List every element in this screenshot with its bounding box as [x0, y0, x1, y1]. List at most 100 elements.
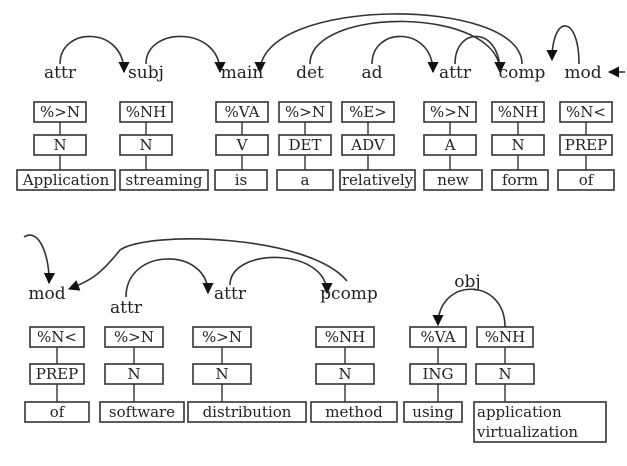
word-text: relatively — [342, 171, 414, 189]
function-tag-box — [341, 101, 395, 123]
word-text: is — [235, 171, 248, 189]
pos-tag-box — [192, 363, 252, 385]
function-tag: %>N — [202, 328, 242, 346]
word-box — [214, 169, 268, 191]
word-text: distribution — [203, 403, 292, 421]
function-tag: %N< — [566, 103, 606, 121]
word-text: a — [301, 171, 310, 189]
dependency-arc — [59, 35, 130, 74]
function-tag-box — [29, 326, 85, 348]
relation-label: attr — [214, 284, 247, 304]
function-tag: %VA — [421, 328, 456, 346]
pos-tag-box — [475, 363, 535, 385]
function-tag-box — [33, 101, 87, 123]
function-tag-box — [476, 326, 534, 348]
function-tag: %>N — [430, 103, 470, 121]
pos-tag: N — [215, 365, 228, 383]
word-text: software — [109, 403, 175, 421]
function-tag-box — [119, 101, 173, 123]
function-tag-box — [104, 326, 164, 348]
pos-tag-box — [278, 134, 332, 156]
word-text: form — [502, 171, 538, 189]
token-node: mod %N< PREP of — [24, 284, 90, 423]
pos-tag-box — [423, 134, 477, 156]
pos-tag-box — [104, 363, 164, 385]
function-tag: %N< — [37, 328, 77, 346]
relation-label: det — [296, 63, 324, 83]
relation-label: pcomp — [320, 284, 378, 304]
relation-label: ad — [361, 63, 382, 83]
pos-tag: ING — [422, 365, 453, 383]
function-tag: %NH — [498, 103, 538, 121]
function-tag: %>N — [114, 328, 154, 346]
pos-tag-box — [491, 134, 545, 156]
pos-tag-box — [215, 134, 269, 156]
function-tag-box — [278, 101, 332, 123]
pos-tag: N — [127, 365, 140, 383]
word-box — [491, 169, 549, 191]
dependency-arc — [125, 258, 214, 298]
word-text: Application — [22, 171, 110, 189]
pos-tag: N — [511, 136, 524, 154]
function-tag: %NH — [325, 328, 365, 346]
word-box — [16, 169, 116, 191]
word-text: of — [50, 403, 66, 421]
function-tag: %E> — [349, 103, 387, 121]
pos-tag-box — [33, 134, 87, 156]
token-node: ad %E> ADV relatively — [339, 63, 416, 191]
pos-tag: PREP — [565, 136, 607, 154]
dependency-arc — [371, 35, 439, 74]
pos-tag: V — [236, 136, 249, 154]
relation-label: comp — [499, 63, 546, 83]
pos-tag: N — [139, 136, 152, 154]
pos-tag: ADV — [350, 136, 386, 154]
relation-label: attr — [44, 63, 77, 83]
relation-label: mod — [28, 284, 65, 304]
relation-label: attr — [110, 298, 143, 318]
function-tag: %NH — [126, 103, 166, 121]
dependency-arc — [546, 25, 580, 65]
dependency-arc — [229, 256, 333, 295]
word-box — [99, 401, 185, 423]
pos-tag: DET — [289, 136, 322, 154]
dependency-arc — [309, 20, 506, 74]
token-node: mod %N< PREP of — [557, 63, 615, 191]
pos-tag-box — [559, 134, 613, 156]
function-tag: %>N — [40, 103, 80, 121]
dependency-arc — [145, 35, 226, 74]
relation-label: mod — [564, 63, 601, 83]
word-box — [119, 169, 209, 191]
relation-label: main — [221, 63, 264, 83]
function-tag-box — [409, 326, 467, 348]
function-tag-box — [315, 326, 375, 348]
word-text: using — [412, 403, 454, 421]
pos-tag-box — [315, 363, 375, 385]
pos-tag: A — [444, 136, 456, 154]
word-box — [276, 169, 334, 191]
word-text: of — [579, 171, 595, 189]
pos-tag-box — [409, 363, 467, 385]
word-box — [473, 401, 607, 443]
word-box — [557, 169, 615, 191]
function-tag-box — [491, 101, 545, 123]
arc-label: obj — [454, 272, 480, 292]
word-text: streaming — [126, 171, 203, 189]
pos-tag: N — [498, 365, 511, 383]
relation-label: attr — [439, 63, 472, 83]
dependency-arc — [432, 288, 506, 328]
relation-label: subj — [128, 63, 164, 83]
function-tag: %NH — [485, 328, 525, 346]
word-box — [403, 401, 463, 423]
word-text: method — [325, 403, 383, 421]
word-box — [310, 401, 398, 423]
pos-tag: PREP — [36, 365, 78, 383]
